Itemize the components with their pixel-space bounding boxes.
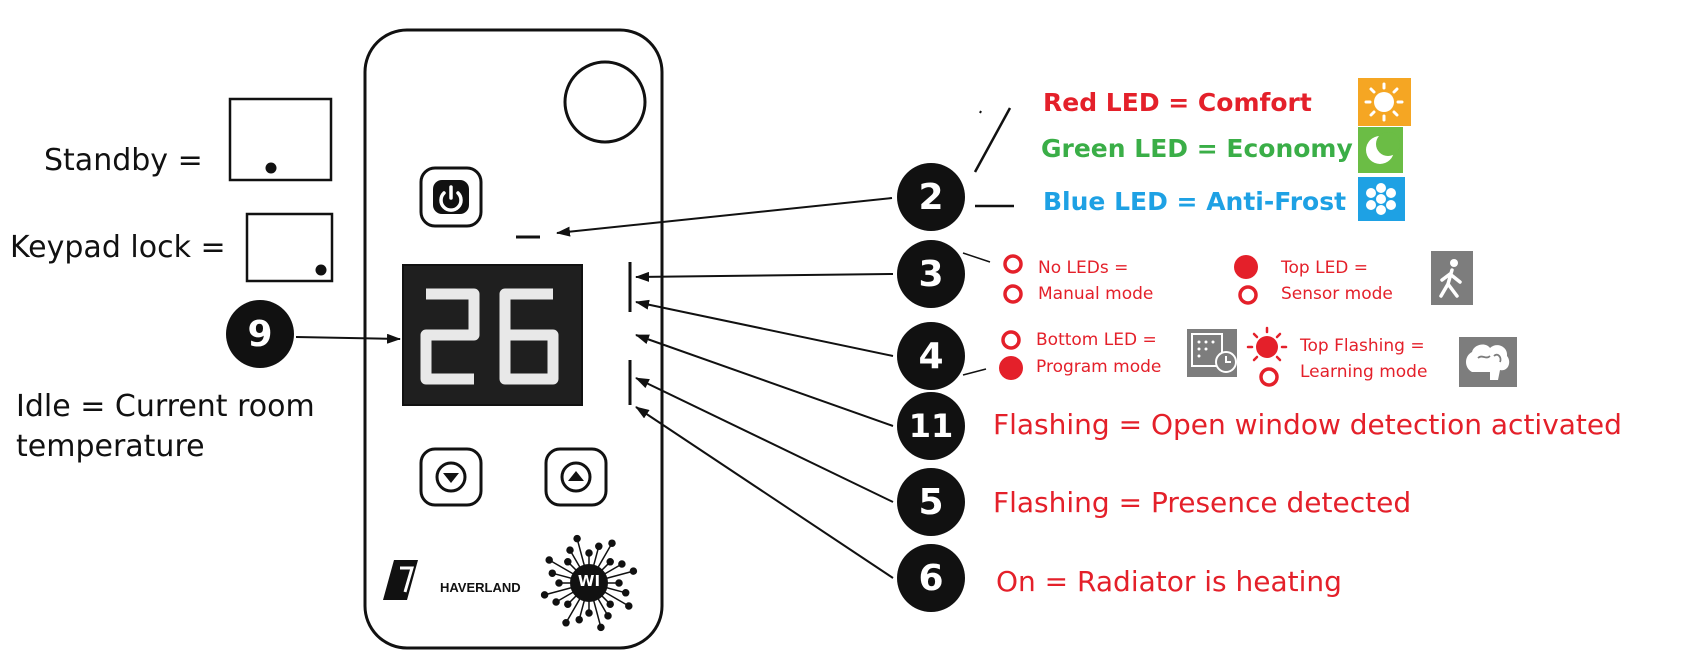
- light-sensor-circle: [563, 60, 647, 144]
- power-button[interactable]: [419, 166, 483, 228]
- callout-5: 5: [897, 468, 965, 536]
- line-2-diag: [973, 107, 1012, 173]
- line-2-upper: [979, 110, 982, 114]
- idle-label-line1: Idle = Current room: [16, 389, 315, 424]
- keypad-lock-dot: [315, 264, 327, 276]
- led-no-top: [1003, 254, 1023, 274]
- wi-ray-dot: [629, 567, 638, 575]
- snowflake-icon: [1358, 177, 1405, 221]
- calendar-clock-icon: [1187, 329, 1237, 377]
- led-no-bottom: [1003, 284, 1023, 304]
- wi-ray-dot: [585, 609, 593, 617]
- no-leds-label: No LEDs =: [1038, 258, 1129, 278]
- led-top-on: [1234, 255, 1258, 279]
- brand-name: HAVERLAND: [440, 580, 521, 595]
- wi-ray-dot: [564, 600, 572, 608]
- legend-blue-antifrost: Blue LED = Anti-Frost: [1043, 187, 1347, 216]
- callout-11: 11: [897, 392, 965, 460]
- wi-ray-dot: [604, 612, 612, 620]
- wi-ray-dot: [545, 556, 553, 564]
- learning-mode-label: Learning mode: [1300, 362, 1428, 382]
- line-3-tick: [962, 252, 991, 263]
- legend-red-comfort: Red LED = Comfort: [1043, 88, 1312, 117]
- line-9: [295, 333, 401, 344]
- wi-ray-dot: [618, 560, 626, 568]
- haverland-logo-icon: [383, 560, 418, 600]
- top-led-label: Top LED =: [1281, 258, 1369, 278]
- open-window-description: Flashing = Open window detection activat…: [993, 408, 1622, 441]
- top-flashing-label: Top Flashing =: [1300, 336, 1425, 356]
- wi-ray-dot: [548, 569, 557, 577]
- brain-icon: [1459, 337, 1517, 387]
- wi-badge-circle: [570, 564, 608, 602]
- standby-dot: [265, 162, 277, 174]
- wi-ray-dot: [597, 623, 605, 632]
- led-top-off: [1238, 285, 1258, 305]
- down-arrow-icon: [435, 461, 467, 493]
- wi-ray-dot: [615, 579, 623, 587]
- line-2: [556, 197, 893, 237]
- display-digit-6: [499, 288, 559, 385]
- callout-4: 4: [897, 322, 965, 390]
- manual-mode-label: Manual mode: [1038, 284, 1154, 304]
- callout-2: 2: [897, 163, 965, 231]
- bottom-led-label: Bottom LED =: [1036, 330, 1157, 350]
- program-mode-label: Program mode: [1036, 357, 1162, 377]
- callout-9: 9: [226, 300, 294, 368]
- wi-ray-dot: [562, 619, 570, 627]
- sun-icon: [1358, 78, 1411, 126]
- wi-ray-dot: [595, 542, 603, 551]
- wi-ray-dot: [625, 602, 633, 610]
- sensor-mode-label: Sensor mode: [1281, 284, 1393, 304]
- led-bottom-off: [1001, 330, 1021, 350]
- wi-ray-dot: [555, 579, 563, 587]
- down-button[interactable]: [419, 447, 483, 507]
- wi-ray-dot: [575, 615, 583, 624]
- heating-description: On = Radiator is heating: [996, 565, 1342, 598]
- wi-badge-text: WI: [577, 572, 601, 590]
- wi-ray-dot: [606, 600, 614, 608]
- led-flashing-bottom: [1259, 367, 1279, 387]
- line-11: [635, 334, 894, 427]
- wi-ray-dot: [564, 558, 572, 566]
- up-button[interactable]: [544, 447, 608, 507]
- wi-ray-dot: [608, 539, 616, 547]
- callout-3: 3: [897, 240, 965, 308]
- line-5: [635, 377, 894, 503]
- led-bottom-on: [999, 356, 1023, 380]
- wi-ray-dot: [540, 591, 549, 599]
- legend-green-economy: Green LED = Economy: [1041, 134, 1353, 163]
- walking-person-icon: [1431, 251, 1473, 305]
- wi-ray-dot: [573, 534, 581, 543]
- led-flashing: [1246, 326, 1288, 362]
- moon-icon: [1358, 127, 1403, 173]
- presence-description: Flashing = Presence detected: [993, 486, 1412, 519]
- power-icon: [433, 180, 469, 214]
- wi-ray-dot: [606, 558, 614, 566]
- wi-ray-dot: [566, 546, 574, 554]
- line-4: [635, 299, 894, 357]
- keypad-lock-label: Keypad lock =: [10, 230, 226, 265]
- idle-label-line2: temperature: [16, 429, 205, 464]
- line-3: [635, 271, 894, 282]
- wi-ray-dot: [552, 598, 560, 606]
- standby-label: Standby =: [44, 143, 203, 178]
- up-arrow-icon: [560, 461, 592, 493]
- line-6: [635, 406, 894, 579]
- standby-display-box: [228, 97, 333, 182]
- wi-ray-dot: [585, 549, 593, 557]
- wi-ray-dot: [621, 589, 630, 597]
- callout-6: 6: [897, 544, 965, 612]
- line-4-tick: [962, 368, 987, 376]
- display-digit-2: [420, 288, 480, 385]
